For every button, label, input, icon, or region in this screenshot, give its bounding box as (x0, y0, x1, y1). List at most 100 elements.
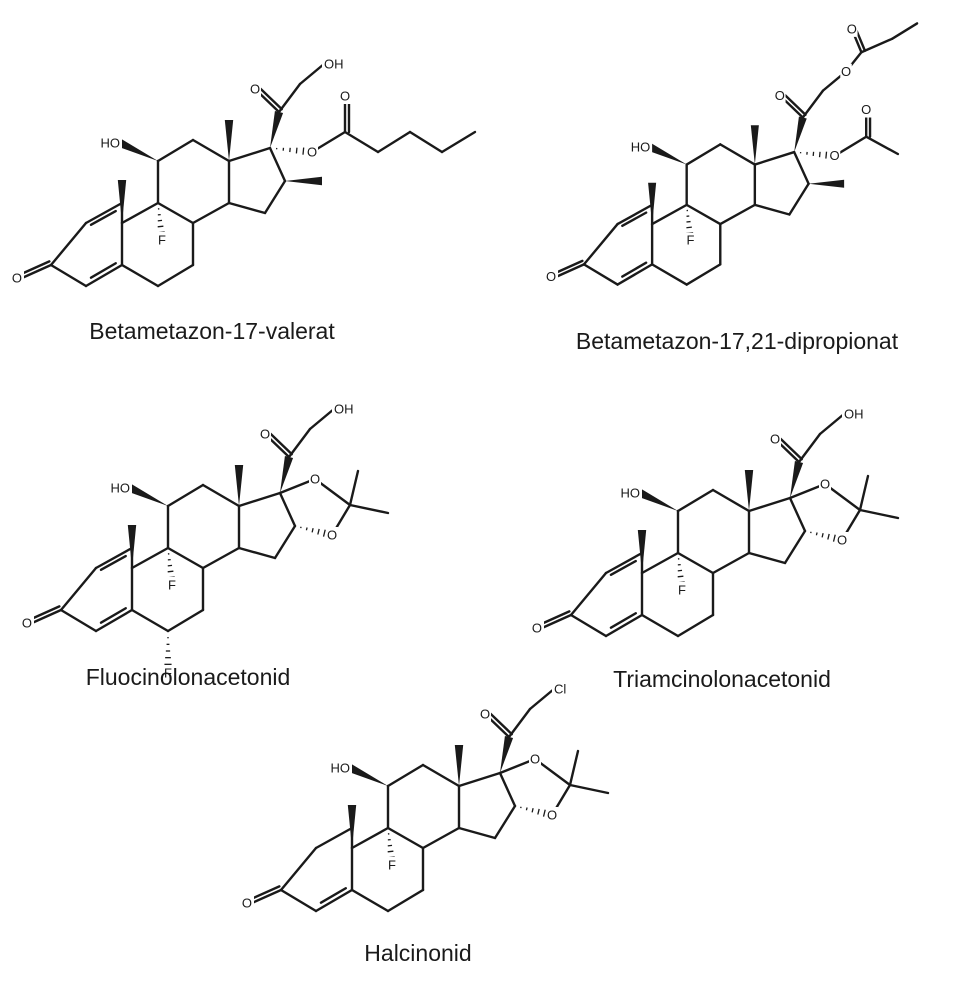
atom-label-o17: O (820, 477, 830, 492)
double-bond-c4-c5 (621, 261, 648, 278)
label-backdrop (846, 21, 858, 37)
bond-chain-4 (440, 130, 477, 154)
bond-acetal-methyl-1 (858, 474, 870, 512)
atom-label-c11-oh: HO (101, 136, 121, 151)
double-bond-c4-c5 (89, 262, 117, 279)
bond-c20-c21 (797, 432, 822, 464)
label-backdrop (322, 56, 342, 72)
hash-stroke (537, 808, 540, 815)
bond-c15-c16 (263, 179, 287, 215)
hash-stroke (525, 807, 528, 811)
double-bond-c3-o3 (539, 610, 571, 626)
bond-c8-c9 (156, 201, 195, 225)
bond-c17-c13 (747, 496, 792, 513)
bond-c12-c13 (421, 763, 461, 788)
bond-c17-c13 (227, 146, 272, 163)
bond-c2-c3 (49, 221, 88, 267)
wedge-methyl-c19 (637, 530, 647, 573)
bond-acetal-methyl-2 (348, 503, 390, 515)
atom-label-o20: O (775, 88, 785, 103)
atom-label-ester-o: O (340, 89, 350, 104)
wedge-methyl-c18 (744, 470, 754, 511)
atom-label-o3: O (242, 896, 252, 911)
bond-c11-c12 (166, 483, 205, 508)
label-backdrop (242, 895, 254, 911)
double-bond-c20-o20 (256, 84, 283, 111)
label-backdrop (828, 148, 841, 164)
hash-stroke (311, 528, 314, 533)
wedge-c17-c20 (790, 460, 804, 498)
bond-c14-c15 (747, 551, 787, 565)
atom-label-ester21-o: O (847, 22, 857, 37)
label-backdrop (332, 401, 352, 417)
bond-ester17-chain (865, 135, 900, 156)
hash-stroke (305, 527, 308, 531)
bond-c14-c8 (421, 826, 461, 850)
wedge-methyl-c18 (454, 745, 464, 786)
wedge-c11-oh (348, 764, 388, 786)
label-backdrop (684, 232, 697, 249)
bond-acetal-methyl-1 (568, 749, 580, 787)
bond-c8-c9 (166, 546, 205, 570)
atom-label-f9: F (388, 858, 396, 873)
bond-c14-c15 (227, 201, 267, 215)
caption-halcinonid: Halcinonid (364, 940, 472, 966)
bond-c6-c7 (166, 608, 205, 633)
bond-c4-c5 (616, 263, 654, 286)
bond-c20-c21 (277, 82, 302, 114)
double-bond-c4-c5 (609, 612, 637, 629)
bond-c1-c2 (84, 201, 124, 225)
bond-c3-o3 (554, 263, 586, 279)
wedge-c11-oh (638, 489, 678, 511)
label-backdrop (622, 485, 642, 501)
hash-stroke (832, 534, 836, 542)
bond-c15-c16 (273, 524, 297, 560)
hash-stroke (815, 532, 818, 536)
bond-c14-c8 (719, 203, 757, 226)
hash-stroke (295, 147, 298, 154)
bond-c9-c10 (130, 546, 170, 570)
bond-c5-c6 (640, 613, 680, 638)
wedge-methyl-c19 (347, 805, 357, 848)
wedge-methyl-c19 (117, 180, 127, 223)
label-backdrop (552, 681, 572, 697)
bond-c2-c3 (569, 571, 608, 617)
bond-c12-c13 (201, 483, 241, 508)
wedge-c11-oh (118, 139, 158, 161)
bond-c3-o3 (20, 263, 53, 280)
bond-c3-c4 (59, 608, 98, 633)
bond-c20-c21 (507, 707, 532, 739)
atom-label-o17: O (829, 148, 839, 163)
atom-label-o17: O (530, 752, 540, 767)
wedge-c17-c20 (270, 110, 284, 148)
bond-c15-c16 (783, 529, 807, 565)
caption-fluocinolonacetonid: Fluocinolonacetonid (85, 664, 291, 690)
hashed-bond-c17-o17 (799, 151, 834, 160)
caption-triamcinolonacetonid: Triamcinolonacetonid (613, 666, 831, 692)
bond-c17-c13 (753, 150, 796, 166)
label-backdrop (309, 471, 321, 487)
bond-c1-c2 (604, 551, 644, 575)
label-backdrop (819, 476, 831, 492)
bond-c14-c15 (237, 546, 277, 560)
bond-c12-c13 (719, 143, 757, 166)
label-backdrop (102, 135, 122, 151)
bond-c15-c16 (493, 804, 517, 840)
wedge-c17-c20 (500, 735, 514, 773)
bond-c8-c9 (386, 826, 425, 850)
label-backdrop (632, 139, 653, 155)
hash-stroke (157, 225, 164, 228)
wedge-methyl-c18 (750, 125, 759, 165)
label-backdrop (386, 857, 398, 873)
bond-c21-o21 (308, 407, 336, 431)
bond-c14-c15 (457, 826, 497, 840)
wedge-c17-c20 (280, 455, 294, 493)
double-bond-c20-o20 (781, 91, 807, 116)
double-bond-c1-c2 (609, 559, 637, 577)
label-backdrop (769, 431, 781, 447)
bond-c6-c7 (386, 888, 425, 913)
